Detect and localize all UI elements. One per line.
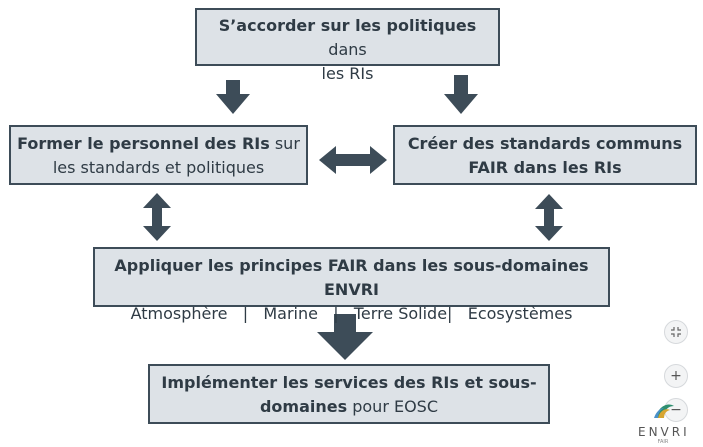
box-creer-standards: Créer des standards communs FAIR dans le… xyxy=(393,125,697,185)
box-creer-bold-1: Créer des standards communs xyxy=(407,134,683,153)
envri-logo-text: ENVRI xyxy=(638,425,690,439)
box-implementer-bold-1: Implémenter les services des RIs et sous… xyxy=(161,373,537,392)
box-former-bold: Former le personnel des RIs xyxy=(17,134,270,153)
arrow-down-center xyxy=(317,314,373,360)
box-implementer-text: pour EOSC xyxy=(347,397,439,416)
arrow-double-vertical-right xyxy=(535,194,563,241)
arrow-double-horizontal xyxy=(319,146,387,174)
zoom-in-button[interactable]: + xyxy=(664,364,688,388)
arrow-double-vertical-left xyxy=(143,193,171,241)
box-creer-bold-2: FAIR dans les RIs xyxy=(468,158,622,177)
fit-screen-icon xyxy=(671,327,681,337)
arrow-down-left xyxy=(216,80,250,114)
envri-logo-icon xyxy=(654,404,674,418)
box-implementer-services: Implémenter les services des RIs et sous… xyxy=(148,364,550,424)
box-appliquer-bold: Appliquer les principes FAIR dans les so… xyxy=(114,256,589,299)
zoom-out-icon: − xyxy=(670,402,682,418)
arrow-down-right xyxy=(444,75,478,114)
box-appliquer-subdomains: Atmosphère | Marine | Terre Solide| Ecos… xyxy=(130,304,573,323)
zoom-in-icon: + xyxy=(670,368,682,384)
box-politiques: S’accorder sur les politiques dans les R… xyxy=(195,8,500,83)
envri-logo-sub: FAIR xyxy=(657,439,669,445)
box-appliquer-fair: Appliquer les principes FAIR dans les so… xyxy=(93,247,610,323)
fit-screen-button[interactable] xyxy=(664,320,688,344)
box-former-text: sur xyxy=(269,134,300,153)
box-implementer-bold-2: domaines xyxy=(259,397,348,416)
box-politiques-text: dans xyxy=(328,40,367,59)
box-former-personnel: Former le personnel des RIs sur les stan… xyxy=(9,125,308,185)
box-politiques-text-2: les RIs xyxy=(321,64,374,83)
box-politiques-bold: S’accorder sur les politiques xyxy=(218,16,477,35)
box-former-text-2: les standards et politiques xyxy=(52,158,265,177)
